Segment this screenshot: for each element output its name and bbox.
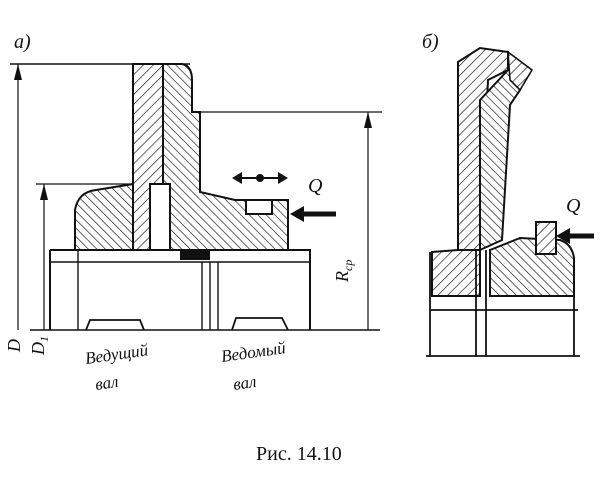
driving-disc bbox=[132, 63, 164, 251]
gear-teeth-b bbox=[507, 50, 534, 92]
force-label-a: Q bbox=[308, 175, 323, 197]
svg-text:вал: вал bbox=[232, 372, 258, 394]
shafts-b bbox=[426, 250, 580, 357]
driving-shaft-caption: Ведущий вал bbox=[84, 340, 150, 394]
svg-text:Ведомый: Ведомый bbox=[220, 338, 287, 366]
force-arrow-b: Q bbox=[556, 195, 594, 244]
dim-rcp-label: Rср bbox=[332, 260, 355, 283]
driven-cone bbox=[162, 63, 289, 251]
driven-shaft-caption: Ведомый вал bbox=[220, 338, 287, 394]
shift-groove bbox=[245, 199, 273, 215]
shafts-a bbox=[49, 249, 311, 331]
hub-b-right bbox=[489, 236, 575, 297]
collar-b bbox=[535, 221, 557, 255]
dimension-rcp: Rср bbox=[172, 111, 382, 330]
figure-caption: Рис. 14.10 bbox=[256, 443, 342, 465]
panel-b-label: б) bbox=[422, 31, 439, 53]
force-label-b: Q bbox=[566, 195, 581, 217]
hub-b-left bbox=[431, 249, 481, 297]
disc-b-driven bbox=[479, 69, 530, 252]
panel-a: а) D D1 Rср bbox=[4, 31, 382, 394]
shift-arrow-icon bbox=[232, 172, 288, 184]
dim-d-label: D bbox=[4, 339, 24, 353]
panel-b: б) Q bbox=[422, 31, 594, 357]
bearing-strip bbox=[180, 250, 210, 260]
svg-text:Ведущий: Ведущий bbox=[84, 340, 150, 368]
driving-hub bbox=[74, 182, 134, 251]
force-arrow-a: Q bbox=[290, 175, 336, 222]
dim-d1-label: D1 bbox=[28, 336, 51, 356]
svg-text:вал: вал bbox=[94, 372, 120, 394]
panel-a-label: а) bbox=[14, 31, 31, 53]
